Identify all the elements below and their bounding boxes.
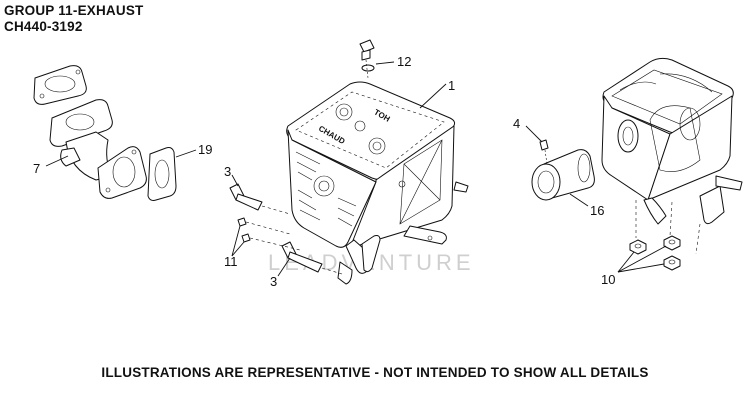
callout-10: 10 [601, 272, 615, 287]
muffler-assembly [601, 57, 743, 255]
callout-4: 4 [513, 116, 520, 131]
callout-3-upper: 3 [224, 164, 231, 179]
callout-19: 19 [198, 142, 212, 157]
disclaimer-footer: ILLUSTRATIONS ARE REPRESENTATIVE - NOT I… [101, 365, 649, 380]
callout-16: 16 [590, 203, 604, 218]
callout-1: 1 [448, 78, 455, 93]
callout-12: 12 [397, 54, 411, 69]
part-1-muffler [286, 81, 469, 285]
diagram-title: GROUP 11-EXHAUST [4, 3, 144, 18]
callout-11: 11 [224, 254, 238, 269]
part-4-screw [539, 139, 549, 165]
part-3-screw-upper [229, 183, 291, 215]
part-7-exhaust-elbow [33, 65, 147, 199]
part-19-gasket [147, 147, 177, 201]
model-number: CH440-3192 [4, 19, 83, 34]
part-11-screws [237, 217, 301, 251]
part-16-spark-arrestor [531, 149, 595, 201]
part-3-screw-lower [281, 241, 343, 275]
part-10-nuts [629, 235, 681, 271]
callout-3-lower: 3 [270, 274, 277, 289]
part-12-bolt [359, 39, 375, 79]
callout-7: 7 [33, 161, 40, 176]
